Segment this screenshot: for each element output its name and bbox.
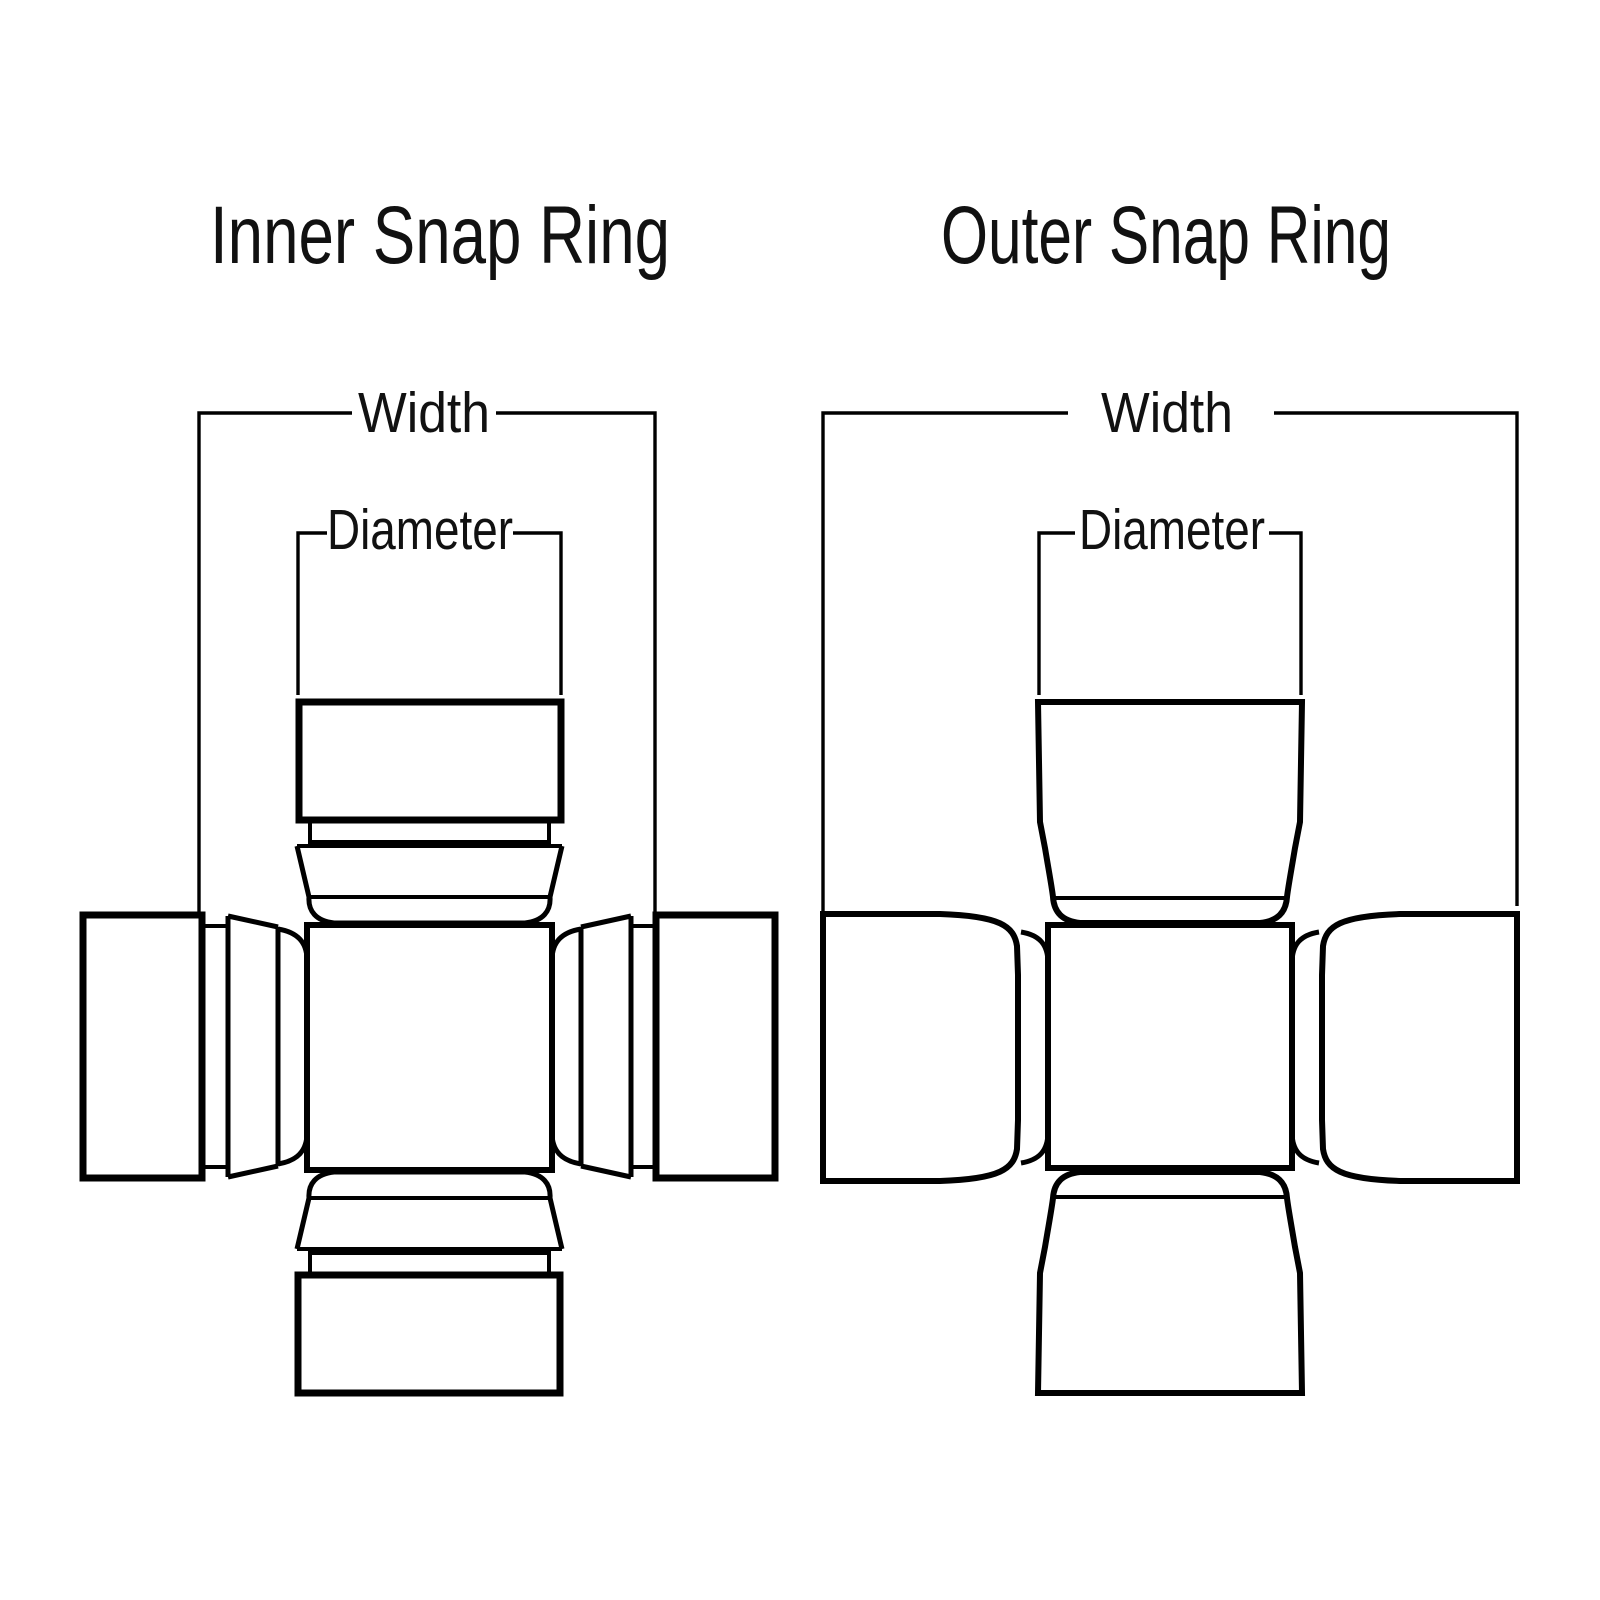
inner-width-bracket [197, 411, 657, 913]
inner-width-label: Width [358, 381, 490, 445]
inner-right-fillets [549, 926, 582, 1167]
outer-snap-ring-diagram: Outer Snap Ring Width Diameter [820, 190, 1520, 1396]
inner-bottom-groove [308, 1251, 551, 1275]
inner-top-bowl [306, 896, 553, 926]
inner-center-body [304, 922, 555, 1173]
inner-bottom-bowl [306, 1169, 553, 1199]
inner-right-mouth [580, 913, 634, 1180]
outer-right-fillets [1289, 929, 1320, 1166]
outer-right-cup [1319, 911, 1520, 1184]
inner-left-fillets [277, 926, 310, 1167]
inner-left-groove [202, 924, 226, 1169]
inner-right-cap [652, 911, 779, 1182]
outer-diameter-label: Diameter [1079, 498, 1265, 562]
outer-left-cup [820, 911, 1021, 1184]
outer-left-fillets [1020, 929, 1051, 1166]
inner-bottom-cap [294, 1271, 564, 1397]
inner-top-groove [308, 820, 551, 844]
outer-top-cup [1034, 699, 1306, 926]
outer-bottom-cup [1034, 1169, 1306, 1396]
inner-diameter-label: Diameter [327, 498, 513, 562]
inner-snap-ring-diagram: Inner Snap Ring Width Diameter [79, 190, 779, 1397]
inner-bottom-mouth [294, 1197, 565, 1250]
outer-center-body [1045, 922, 1295, 1171]
outer-width-bracket [821, 411, 1519, 911]
outer-diameter-bracket [1037, 531, 1303, 695]
inner-right-groove [633, 924, 657, 1169]
outer-title: Outer Snap Ring [941, 190, 1391, 281]
inner-top-mouth [294, 845, 565, 898]
inner-title: Inner Snap Ring [210, 190, 670, 281]
inner-diameter-bracket [296, 531, 563, 695]
inner-top-cap [295, 698, 565, 824]
inner-left-mouth [225, 913, 279, 1180]
inner-left-cap [79, 911, 206, 1182]
outer-width-label: Width [1101, 381, 1233, 445]
